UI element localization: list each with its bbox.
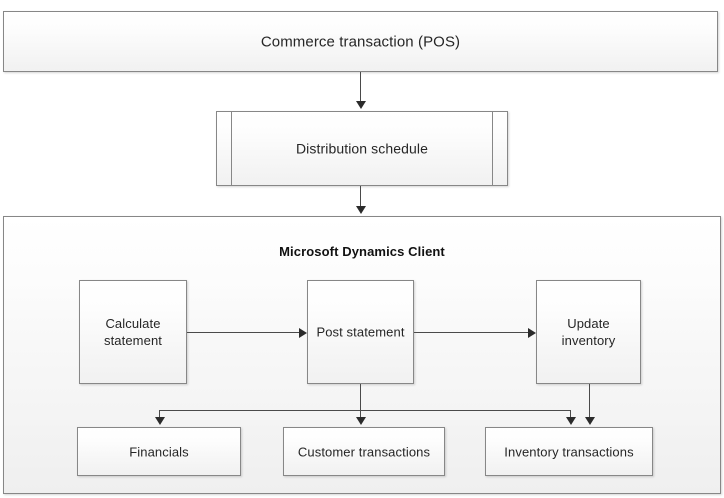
node-inventory-transactions: Inventory transactions	[485, 427, 653, 476]
node-distribution-schedule-label: Distribution schedule	[295, 140, 429, 156]
connector-calculate-to-post	[187, 332, 299, 333]
container-microsoft-dynamics-client-label: Microsoft Dynamics Client	[279, 244, 445, 259]
connector-post-to-inventory	[570, 410, 571, 419]
connector-post-bus	[159, 410, 571, 411]
node-commerce-transaction-pos-label: Commerce transaction (POS)	[260, 33, 461, 50]
node-update-inventory-label: Update inventory	[561, 316, 616, 348]
node-calculate-statement-label: Calculate statement	[104, 316, 162, 348]
arrow-calculate-to-post	[299, 328, 307, 338]
node-post-statement-label: Post statement	[316, 324, 405, 340]
arrow-post-to-inventory	[566, 417, 576, 425]
connector-post-to-update	[414, 332, 528, 333]
node-customer-transactions: Customer transactions	[283, 427, 445, 476]
arrow-commerce-to-schedule	[356, 101, 366, 109]
node-distribution-schedule: Distribution schedule	[216, 111, 508, 186]
predefined-process-left-bar	[231, 111, 232, 186]
node-customer-transactions-label: Customer transactions	[297, 444, 431, 459]
connector-schedule-to-client	[360, 186, 361, 208]
connector-post-to-financials	[159, 410, 160, 419]
node-financials: Financials	[77, 427, 241, 476]
connector-update-to-inventory	[589, 384, 590, 419]
node-inventory-transactions-label: Inventory transactions	[504, 444, 634, 459]
connector-post-trunk	[360, 384, 361, 410]
arrow-schedule-to-client	[356, 206, 366, 214]
node-commerce-transaction-pos: Commerce transaction (POS)	[3, 11, 718, 72]
node-calculate-statement: Calculate statement	[79, 280, 187, 384]
arrow-update-to-inventory	[585, 417, 595, 425]
predefined-process-right-bar	[492, 111, 493, 186]
node-post-statement: Post statement	[307, 280, 414, 384]
connector-post-to-customer	[360, 410, 361, 419]
arrow-post-to-financials	[155, 417, 165, 425]
connector-commerce-to-schedule	[360, 72, 361, 103]
arrow-post-to-update	[528, 328, 536, 338]
node-update-inventory: Update inventory	[536, 280, 641, 384]
arrow-post-to-customer	[356, 417, 366, 425]
node-financials-label: Financials	[129, 444, 189, 459]
